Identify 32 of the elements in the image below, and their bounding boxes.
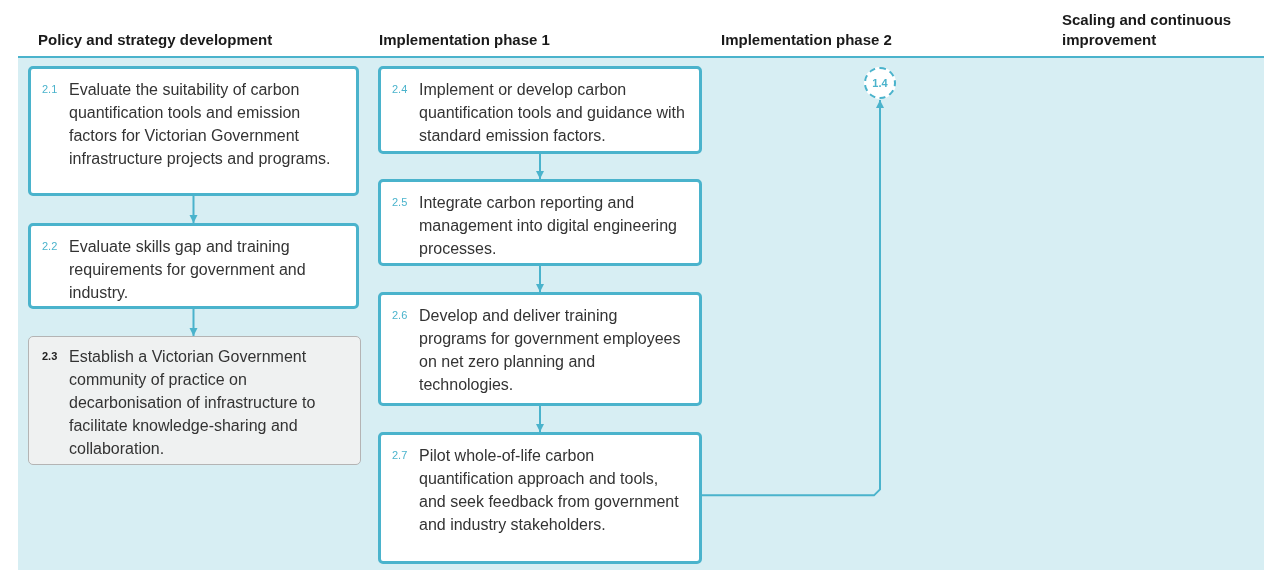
column-heading: Scaling and continuous improvement xyxy=(1062,10,1233,50)
step-description: Integrate carbon reporting and management into digital engineering processes. xyxy=(419,193,678,259)
step-number: 2.1 xyxy=(42,82,59,95)
step-number: 2.4 xyxy=(392,82,409,95)
action-box xyxy=(28,223,359,309)
step-description: Evaluate skills gap and training requirements for government and industry. xyxy=(69,237,307,303)
arrow xyxy=(535,153,545,180)
step-number: 2.2 xyxy=(42,239,59,252)
step-description: Evaluate the suitability of carbon quantification tools and emission factors for Victorian Government infrastructure projects and programs. xyxy=(69,80,332,169)
step-number: 2.5 xyxy=(392,195,409,208)
arrow xyxy=(701,99,885,497)
step-number: 2.7 xyxy=(392,448,409,461)
step-description: Pilot whole-of-life carbon quantification approach and tools, and seek feedback from government and industry stakeholders. xyxy=(419,446,680,535)
action-box xyxy=(378,179,702,266)
step-description: Establish a Victorian Government community of practice on decarbonisation of infrastructure to facilitate knowledge-sharing and collaboration. xyxy=(69,347,317,459)
step-number: 2.6 xyxy=(392,308,409,321)
column-heading: Policy and strategy development xyxy=(38,30,274,50)
action-box xyxy=(378,292,702,406)
step-description: Develop and deliver training programs for government employees on net zero planning and technologies. xyxy=(419,306,682,395)
action-box xyxy=(378,432,702,564)
action-box xyxy=(378,66,702,154)
arrow xyxy=(189,195,198,224)
action-box xyxy=(28,66,359,196)
step-number: 1.4 xyxy=(872,77,888,89)
step-number: 2.3 xyxy=(42,349,59,362)
action-box xyxy=(28,336,361,465)
step-description: Implement or develop carbon quantification tools and guidance with standard emission factors. xyxy=(419,80,686,146)
column-heading: Implementation phase 2 xyxy=(721,30,893,50)
arrow xyxy=(189,308,198,337)
column-heading: Implementation phase 1 xyxy=(379,30,551,50)
arrow xyxy=(535,405,545,433)
arrow xyxy=(535,265,545,293)
